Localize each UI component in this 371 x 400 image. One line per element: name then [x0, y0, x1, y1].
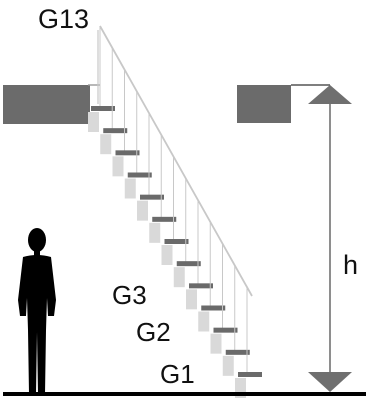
label-top-step: G13 — [38, 4, 89, 34]
stair-tread — [115, 150, 140, 156]
stair-riser — [112, 156, 124, 177]
stair-tread — [103, 128, 128, 134]
stair-tread — [164, 239, 189, 244]
stair-riser — [149, 222, 161, 243]
label-step-3: G3 — [112, 280, 147, 310]
hand-rail — [99, 25, 253, 297]
stair-tread — [238, 372, 262, 377]
stair-riser — [222, 355, 234, 376]
upper-floor-slab — [3, 85, 90, 124]
stair-riser — [161, 245, 173, 265]
stair-tread — [152, 216, 177, 222]
stair-riser — [235, 378, 246, 398]
stair-tread — [189, 283, 213, 289]
stair-riser — [88, 112, 99, 132]
stair-riser — [210, 333, 222, 354]
stair-riser — [124, 178, 136, 199]
triangle-up-icon — [308, 85, 352, 104]
stair-riser — [173, 267, 185, 288]
person-silhouette-icon — [18, 228, 56, 394]
label-step-1: G1 — [160, 359, 195, 389]
triangle-down-icon — [308, 372, 352, 392]
label-step-2: G2 — [136, 317, 171, 347]
stair-tread — [140, 194, 164, 200]
stair-riser — [186, 289, 197, 310]
reference-floor-slab — [237, 85, 291, 123]
stair-riser — [100, 134, 112, 155]
label-height: h — [343, 250, 358, 280]
stair-tread — [127, 172, 152, 178]
stair-riser — [137, 200, 148, 221]
stair-tread — [225, 349, 250, 355]
stair-tread — [201, 305, 226, 311]
stair-tread — [176, 261, 201, 267]
stair-riser — [198, 311, 210, 332]
stair-tread — [91, 106, 115, 111]
staircase — [88, 25, 262, 398]
stair-tread — [213, 327, 238, 333]
